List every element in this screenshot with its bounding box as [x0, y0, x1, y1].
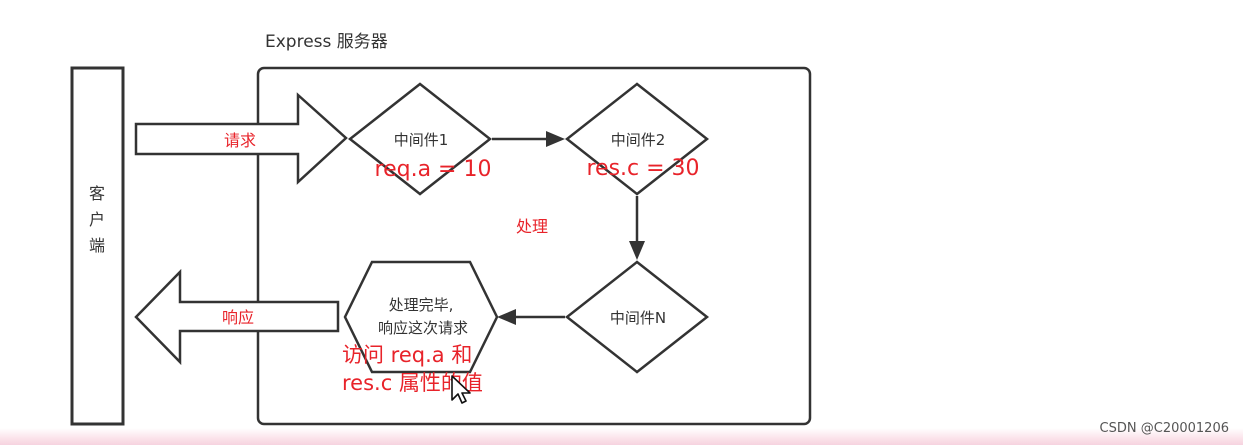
middleware-n-label: 中间件N [610, 309, 666, 327]
edge-mn-done-head [497, 309, 516, 325]
done-label-line1: 处理完毕, [389, 296, 454, 314]
response-arrow [134, 268, 340, 366]
middleware-2-label: 中间件2 [611, 131, 666, 149]
middleware-1-label: 中间件1 [394, 131, 449, 149]
client-label-char: 端 [89, 236, 105, 255]
request-label: 请求 [224, 131, 256, 150]
process-label: 处理 [516, 217, 548, 236]
request-arrow [134, 92, 348, 185]
client-label-char: 户 [89, 210, 105, 229]
client-label-char: 客 [89, 184, 105, 203]
bottom-strip [0, 428, 1243, 445]
middleware-n-node [564, 260, 710, 374]
middleware-2-note: res.c = 30 [586, 156, 699, 181]
done-node [343, 260, 499, 374]
watermark: CSDN @C20001206 [1099, 421, 1229, 436]
mouse-cursor-icon [451, 375, 471, 404]
client-box [70, 66, 125, 426]
edge-m1-m2-head [546, 131, 565, 147]
server-title: Express 服务器 [265, 32, 388, 52]
server-frame [256, 66, 812, 426]
response-label: 响应 [222, 308, 254, 327]
client-label: 客户端 [89, 184, 105, 255]
middleware-2-node [564, 82, 710, 196]
edge-m2-mn-head [629, 241, 645, 260]
middleware-1-note: req.a = 10 [375, 157, 492, 182]
annotation-line1: 访问 req.a 和 [342, 343, 472, 367]
done-label-line2: 响应这次请求 [378, 319, 468, 337]
middleware-1-node [347, 82, 493, 196]
